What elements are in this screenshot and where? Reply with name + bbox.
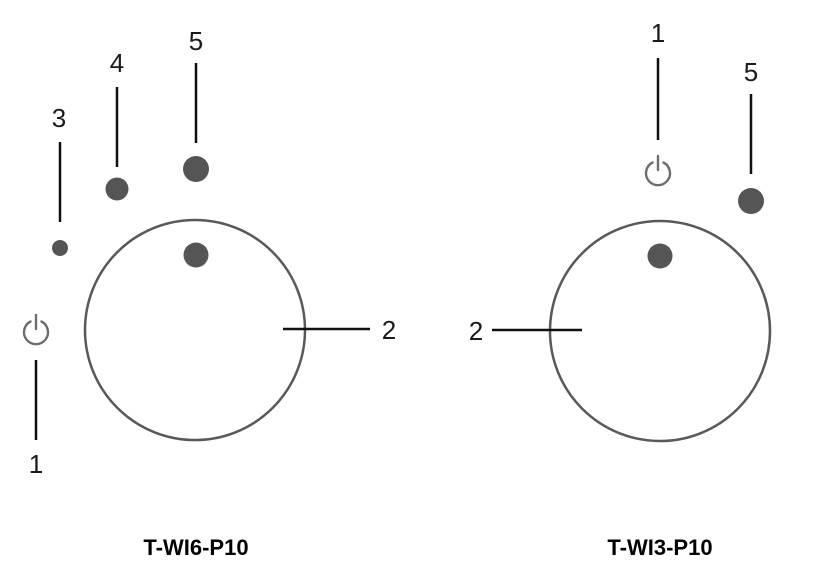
left-panel: 1 3 4 5 2 T-WI6-P10 (22, 26, 396, 560)
right-power-icon[interactable] (644, 154, 672, 187)
left-large-led-dot (183, 156, 209, 182)
right-large-led-dot (738, 188, 764, 214)
left-dial-indicator-dot (183, 242, 209, 268)
left-model-label: T-WI6-P10 (143, 535, 248, 560)
left-callout-large-led: 5 (189, 26, 203, 56)
right-callout-power: 1 (651, 18, 665, 48)
right-dial-indicator-dot (647, 243, 673, 269)
left-callout-small-led: 3 (52, 103, 66, 133)
right-model-label: T-WI3-P10 (607, 535, 712, 560)
right-callout-large-led: 5 (744, 57, 758, 87)
left-callout-dial: 2 (382, 315, 396, 345)
left-callout-power: 1 (29, 449, 43, 479)
right-panel: 1 5 2 T-WI3-P10 (469, 18, 772, 560)
right-callout-dial: 2 (469, 316, 483, 346)
left-callout-medium-led: 4 (110, 48, 124, 78)
left-medium-led-dot (105, 177, 129, 201)
left-power-icon[interactable] (22, 313, 50, 346)
left-small-led-dot (52, 240, 68, 256)
